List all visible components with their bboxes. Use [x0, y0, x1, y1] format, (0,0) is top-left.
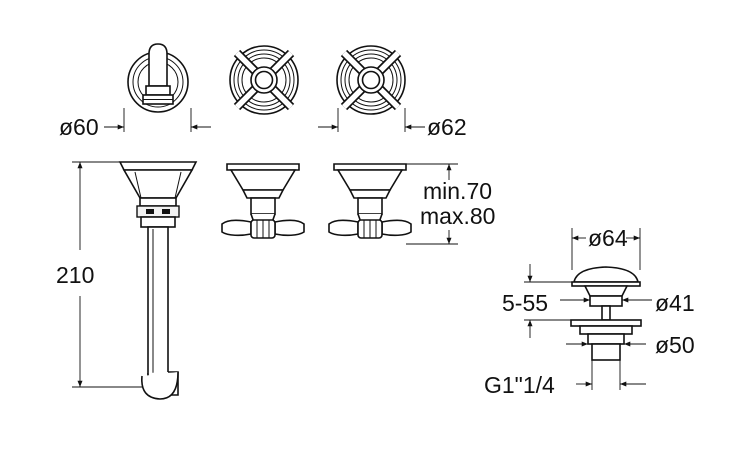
drain-thread-dimension — [576, 360, 646, 390]
spout-rose-diameter-label: ø60 — [59, 114, 99, 140]
spout-height-label: 210 — [56, 262, 94, 288]
cross-handle-side-view-icon — [221, 163, 412, 239]
spout-side-view-icon — [118, 161, 198, 400]
handle-projection-min-label: min.70 — [423, 178, 492, 204]
drain-cap-diameter-label: ø64 — [588, 225, 628, 251]
spout-rose-dimension — [104, 108, 211, 132]
handle-projection-dimension — [406, 163, 458, 245]
handle-rose-dimension — [318, 108, 425, 132]
handle-rose-diameter-label: ø62 — [427, 114, 467, 140]
drain-adjust-dimension — [524, 264, 572, 338]
drain-thread-label: G1"1/4 — [484, 372, 555, 398]
drain-body-diameter-label: ø41 — [655, 290, 695, 316]
drain-flange-diameter-label: ø50 — [655, 332, 695, 358]
handle-projection-max-label: max.80 — [420, 203, 495, 229]
spout-front-view-icon — [127, 43, 189, 113]
cross-handle-front-view-icon — [230, 46, 405, 114]
spout-height-dimension — [72, 161, 142, 388]
drain-adjust-range-label: 5-55 — [502, 290, 548, 316]
drain-waste-icon — [570, 266, 642, 361]
drain-cap-dimension — [571, 228, 641, 270]
